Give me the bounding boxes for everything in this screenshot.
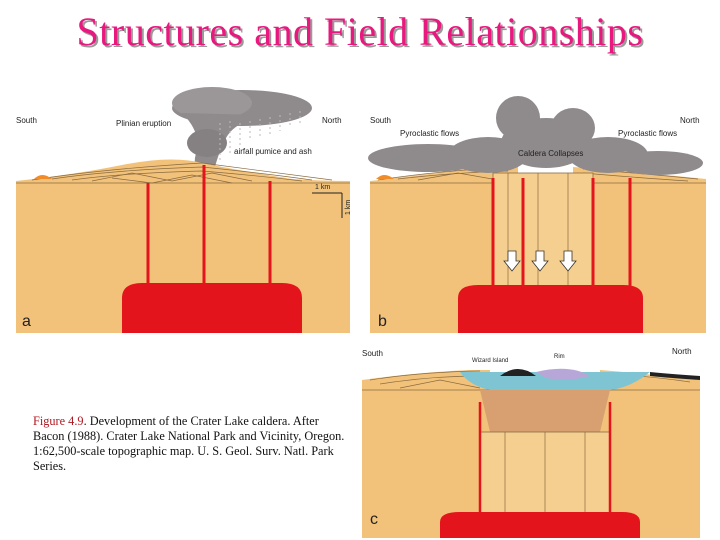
north-flow [650, 372, 700, 380]
airfall-label: airfall pumice and ash [234, 147, 312, 156]
north-label: North [680, 116, 700, 125]
dikes [146, 165, 272, 288]
dikes [491, 178, 632, 288]
magma-chamber [458, 285, 643, 333]
magma-chamber [440, 512, 640, 538]
scale-v-label: 1 km [345, 200, 352, 215]
magma-chamber [122, 283, 302, 333]
north-label: North [672, 347, 692, 356]
rim-label: Rim [554, 354, 565, 360]
panel-b-diagram: South North Pyroclastic flows Pyroclasti… [368, 96, 706, 333]
figure-label: Figure 4.9 [33, 414, 84, 428]
panel-a-diagram: South North Plinian eruption airfall pum… [16, 87, 352, 333]
page-title: Structures and Field Relationships [76, 9, 644, 54]
eruption-label: Plinian eruption [116, 119, 171, 128]
panel-letter-b: b [378, 313, 387, 330]
figure-caption: Figure 4.9. Development of the Crater La… [33, 414, 345, 474]
collapse-arrows [503, 250, 577, 272]
wizard-island [500, 369, 536, 376]
south-label: South [362, 349, 383, 358]
scale-bar [312, 192, 343, 218]
strata-lines [16, 162, 350, 184]
panel-letter-c: c [370, 511, 378, 528]
island-label: Wizard Island [472, 358, 508, 364]
eruption-column [172, 87, 312, 178]
south-label: South [16, 116, 37, 125]
panel-c-diagram: South North Wizard Island Rim c [362, 347, 700, 538]
flows-right-label: Pyroclastic flows [618, 129, 677, 138]
caption-text: . Development of the Crater Lake caldera… [33, 414, 345, 473]
collapse-label: Caldera Collapses [518, 149, 583, 158]
rim-overlay [536, 368, 590, 380]
panel-letter-a: a [22, 313, 31, 330]
flows-left-label: Pyroclastic flows [400, 129, 459, 138]
dome-left [376, 175, 394, 179]
dome-left [34, 175, 52, 179]
south-label: South [370, 116, 391, 125]
north-label: North [322, 116, 342, 125]
airfall-streaks [219, 111, 301, 163]
pyroclastic-cloud [368, 96, 703, 175]
scale-h-label: 1 km [315, 184, 330, 191]
caldera-fill [480, 390, 610, 432]
dikes [478, 402, 612, 520]
lake [460, 372, 650, 390]
collapse-block [492, 172, 594, 296]
